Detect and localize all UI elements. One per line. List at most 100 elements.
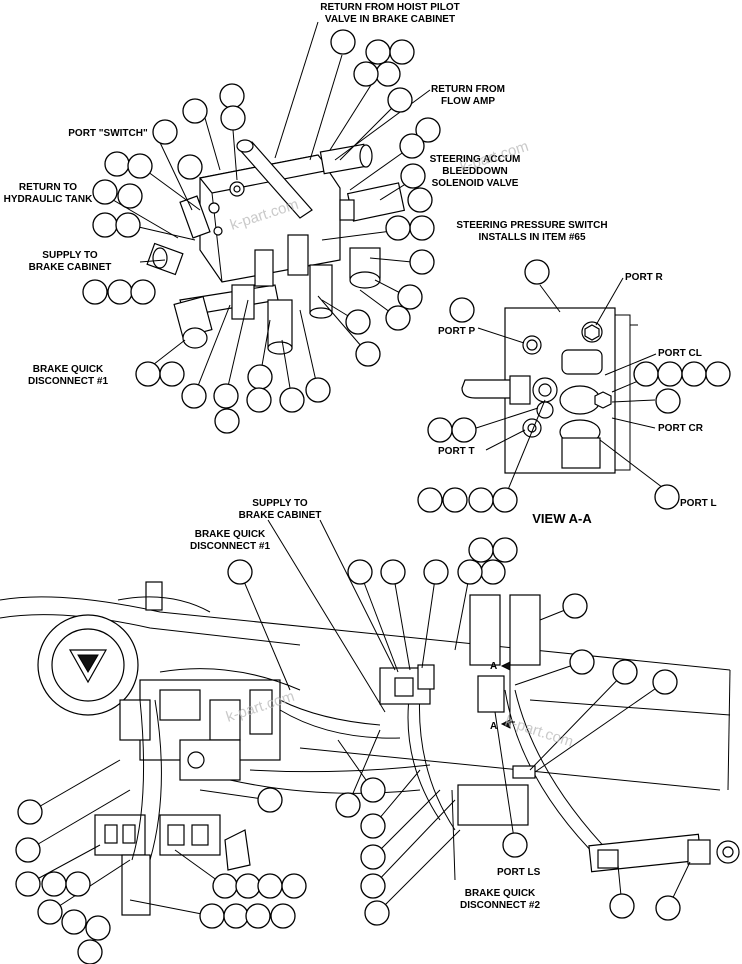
callout-bubble xyxy=(415,117,441,143)
callout-bubble xyxy=(214,408,240,434)
callout-bubble xyxy=(65,871,91,897)
callout-bubble xyxy=(15,837,41,863)
callout-bubble xyxy=(220,105,246,131)
callout-bubble xyxy=(245,903,271,929)
callout-bubble xyxy=(492,487,518,513)
callout-bubble xyxy=(257,873,283,899)
callout-bubble xyxy=(92,179,118,205)
callout-bubble xyxy=(468,537,494,563)
callout-bubble xyxy=(409,215,435,241)
label-brake-qd1-2: DISCONNECT #1 xyxy=(28,376,108,387)
callout-bubble xyxy=(423,559,449,585)
callout-bubble xyxy=(427,417,453,443)
callout-bubble xyxy=(385,215,411,241)
watermark: k-part.com xyxy=(503,713,576,751)
label-return-hoist-2: VALVE IN BRAKE CABINET xyxy=(325,14,455,25)
callout-bubble xyxy=(449,297,475,323)
callout-bubble xyxy=(182,98,208,124)
callout-bubble xyxy=(480,559,506,585)
callout-bubble xyxy=(61,909,87,935)
label-supply-brake-2: BRAKE CABINET xyxy=(29,262,112,273)
callout-bubble xyxy=(330,29,356,55)
callout-bubble xyxy=(117,183,143,209)
callout-bubble xyxy=(104,151,130,177)
label-port-r: PORT R xyxy=(625,272,664,283)
callout-bubble xyxy=(360,873,386,899)
callout-bubble xyxy=(562,593,588,619)
callout-bubble xyxy=(235,873,261,899)
callout-bubble xyxy=(409,249,435,275)
callout-bubble xyxy=(270,903,296,929)
label-supply-brake-b1: SUPPLY TO xyxy=(252,498,308,509)
callout-bubble xyxy=(82,279,108,305)
callout-bubble xyxy=(360,777,386,803)
frame-assembly xyxy=(0,581,740,916)
label-return-tank-2: HYDRAULIC TANK xyxy=(4,194,93,205)
callout-bubble xyxy=(115,212,141,238)
callout-bubble xyxy=(633,361,659,387)
view-aa-block xyxy=(461,277,676,498)
callout-bubble xyxy=(365,39,391,65)
label-steering-bleed-1: STEERING ACCUM xyxy=(430,154,521,165)
callout-bubble xyxy=(612,659,638,685)
callout-bubble xyxy=(442,487,468,513)
label-brake-qd1-b2: DISCONNECT #1 xyxy=(190,541,270,552)
bottom-leader-lines xyxy=(27,519,691,917)
callout-bubble xyxy=(360,844,386,870)
label-steering-bleed-2: BLEEDDOWN xyxy=(442,166,508,177)
callout-bubble xyxy=(457,559,483,585)
callout-bubble xyxy=(347,559,373,585)
callout-bubble xyxy=(159,361,185,387)
callout-bubble xyxy=(364,900,390,926)
callout-bubble xyxy=(257,787,283,813)
callout-bubble xyxy=(492,537,518,563)
label-port-l: PORT L xyxy=(680,498,717,509)
callout-bubble xyxy=(400,163,426,189)
label-port-cl: PORT CL xyxy=(658,348,702,359)
callout-bubble xyxy=(41,871,67,897)
label-port-p: PORT P xyxy=(438,326,476,337)
callout-bubble xyxy=(681,361,707,387)
label-port-t: PORT T xyxy=(438,446,475,457)
callout-bubble xyxy=(375,61,401,87)
callout-bubble xyxy=(657,361,683,387)
callout-bubble xyxy=(279,387,305,413)
label-brake-qd1-1: BRAKE QUICK xyxy=(33,364,104,375)
callout-bubble xyxy=(135,361,161,387)
label-section-a-top: A xyxy=(490,661,497,672)
callout-bubble xyxy=(305,377,331,403)
callout-bubble xyxy=(502,832,528,858)
label-steering-switch-2: INSTALLS IN ITEM #65 xyxy=(478,232,585,243)
callout-bubble xyxy=(177,154,203,180)
label-steering-switch-1: STEERING PRESSURE SWITCH xyxy=(456,220,607,231)
callout-bubble xyxy=(223,903,249,929)
callout-bubble xyxy=(353,61,379,87)
manifold-assembly xyxy=(146,139,406,355)
callout-bubble xyxy=(107,279,133,305)
callout-bubble xyxy=(652,669,678,695)
label-port-cr: PORT CR xyxy=(658,423,704,434)
callout-bubble xyxy=(360,813,386,839)
label-view-aa: VIEW A-A xyxy=(532,511,592,526)
label-supply-brake-b2: BRAKE CABINET xyxy=(239,510,322,521)
callout-bubble xyxy=(127,153,153,179)
callout-bubble xyxy=(399,133,425,159)
label-return-tank-1: RETURN TO xyxy=(19,182,77,193)
callout-bubble xyxy=(655,388,681,414)
label-steering-bleed-3: SOLENOID VALVE xyxy=(432,178,519,189)
callout-bubble xyxy=(655,895,681,921)
callout-bubble xyxy=(387,87,413,113)
label-return-flow-1: RETURN FROM xyxy=(431,84,505,95)
callout-bubble xyxy=(219,83,245,109)
callout-bubble xyxy=(77,939,103,964)
label-port-ls: PORT LS xyxy=(497,867,541,878)
label-supply-brake-1: SUPPLY TO xyxy=(42,250,98,261)
callout-bubble xyxy=(181,383,207,409)
callout-bubble xyxy=(15,871,41,897)
callout-bubble xyxy=(92,212,118,238)
label-return-hoist-1: RETURN FROM HOIST PILOT xyxy=(320,2,459,13)
callout-bubble xyxy=(17,799,43,825)
label-brake-qd2-1: BRAKE QUICK xyxy=(465,888,536,899)
callout-bubble xyxy=(246,387,272,413)
